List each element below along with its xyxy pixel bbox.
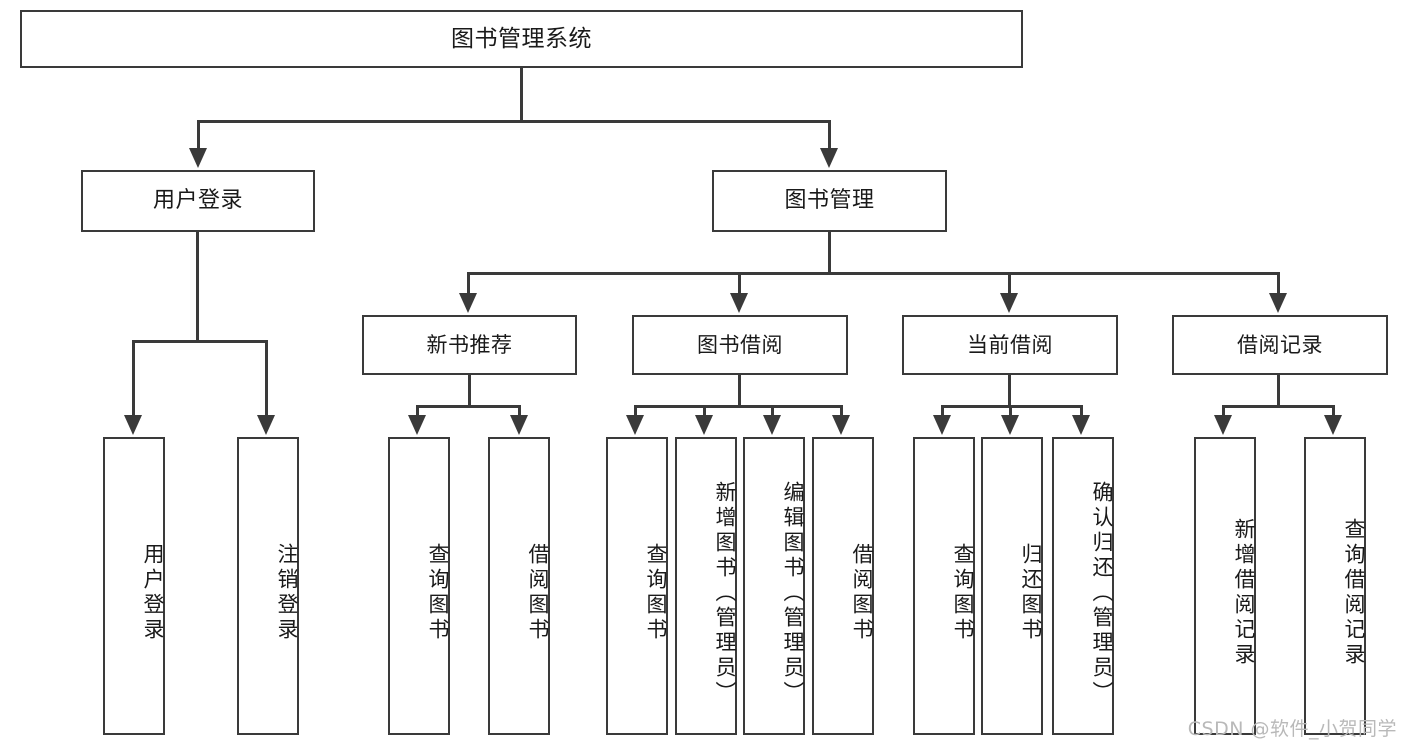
node-current-borrow[interactable]: 当前借阅 (902, 315, 1118, 375)
node-root-book-management-system[interactable]: 图书管理系统 (20, 10, 1023, 68)
edge-root-to-book-management (828, 120, 831, 150)
edge-user-login-stem (196, 232, 199, 340)
edge-bm-to-book-borrow (738, 272, 741, 295)
node-label: 用户登录 (141, 543, 165, 643)
leaf-current-query-books[interactable]: 查询图书 (913, 437, 975, 735)
edge-book-borrow-leaf-3 (771, 405, 774, 417)
node-label: 借阅记录 (1237, 332, 1323, 357)
edge-bm-to-current-borrow (1008, 272, 1011, 295)
edge-user-login-bus (132, 340, 268, 343)
edge-borrow-record-stem (1277, 375, 1280, 405)
arrow-new-book-leaf-1 (408, 415, 426, 435)
node-book-management[interactable]: 图书管理 (712, 170, 947, 232)
leaf-current-return-books[interactable]: 归还图书 (981, 437, 1043, 735)
node-label: 借阅图书 (850, 543, 874, 643)
edge-root-bus (197, 120, 831, 123)
edge-new-book-bus (416, 405, 521, 408)
leaf-borrow-add-book-admin[interactable]: 新增图书（管理员） (675, 437, 737, 735)
edge-book-borrow-bus (634, 405, 843, 408)
node-label: 新书推荐 (426, 332, 513, 357)
arrow-user-login-leaf-1 (124, 415, 142, 435)
leaf-borrow-edit-book-admin[interactable]: 编辑图书（管理员） (743, 437, 805, 735)
node-label: 查询图书 (951, 543, 975, 643)
node-user-login[interactable]: 用户登录 (81, 170, 315, 232)
leaf-record-add-borrow-record[interactable]: 新增借阅记录 (1194, 437, 1256, 735)
node-label: 查询借阅记录 (1342, 518, 1366, 668)
arrow-bm-to-new-book (459, 293, 477, 313)
node-label: 当前借阅 (967, 332, 1053, 357)
edge-current-borrow-leaf-3 (1080, 405, 1083, 417)
arrow-bm-to-current-borrow (1000, 293, 1018, 313)
edge-new-book-leaf-1 (416, 405, 419, 417)
edge-user-login-leaf-2 (265, 340, 268, 417)
leaf-new-book-query-books[interactable]: 查询图书 (388, 437, 450, 735)
node-label: 编辑图书（管理员） (781, 480, 805, 706)
node-borrow-record[interactable]: 借阅记录 (1172, 315, 1388, 375)
edge-root-to-user-login (197, 120, 200, 150)
leaf-borrow-borrow-books[interactable]: 借阅图书 (812, 437, 874, 735)
leaf-current-confirm-return-admin[interactable]: 确认归还（管理员） (1052, 437, 1114, 735)
arrow-bm-to-borrow-record (1269, 293, 1287, 313)
edge-bm-to-new-book (467, 272, 470, 295)
edge-borrow-record-leaf-2 (1332, 405, 1335, 417)
node-label: 查询图书 (426, 543, 450, 643)
arrow-book-borrow-leaf-4 (832, 415, 850, 435)
edge-root-stem (520, 68, 523, 120)
leaf-new-book-borrow-books[interactable]: 借阅图书 (488, 437, 550, 735)
arrow-borrow-record-leaf-1 (1214, 415, 1232, 435)
node-label: 注销登录 (275, 543, 299, 643)
edge-new-book-stem (468, 375, 471, 405)
edge-book-management-stem (828, 232, 831, 272)
edge-book-borrow-stem (738, 375, 741, 405)
arrow-current-borrow-leaf-1 (933, 415, 951, 435)
leaf-record-query-borrow-record[interactable]: 查询借阅记录 (1304, 437, 1366, 735)
edge-current-borrow-leaf-2 (1009, 405, 1012, 417)
edge-borrow-record-bus (1222, 405, 1335, 408)
node-label: 新增图书（管理员） (713, 480, 737, 706)
arrow-book-borrow-leaf-3 (763, 415, 781, 435)
edge-book-borrow-leaf-1 (634, 405, 637, 417)
node-label: 查询图书 (644, 543, 668, 643)
edge-new-book-leaf-2 (518, 405, 521, 417)
leaf-user-login[interactable]: 用户登录 (103, 437, 165, 735)
edge-book-borrow-leaf-2 (703, 405, 706, 417)
node-label: 图书管理系统 (451, 25, 592, 52)
arrow-book-borrow-leaf-1 (626, 415, 644, 435)
edge-current-borrow-leaf-1 (941, 405, 944, 417)
edge-bm-to-borrow-record (1277, 272, 1280, 295)
arrow-current-borrow-leaf-3 (1072, 415, 1090, 435)
arrow-root-to-user-login (189, 148, 207, 168)
node-label: 归还图书 (1019, 543, 1043, 643)
edge-book-management-bus (467, 272, 1280, 275)
arrow-root-to-book-management (820, 148, 838, 168)
node-new-book-recommend[interactable]: 新书推荐 (362, 315, 577, 375)
arrow-new-book-leaf-2 (510, 415, 528, 435)
edge-current-borrow-stem (1008, 375, 1011, 405)
leaf-borrow-query-books[interactable]: 查询图书 (606, 437, 668, 735)
node-label: 新增借阅记录 (1232, 518, 1256, 668)
arrow-book-borrow-leaf-2 (695, 415, 713, 435)
edge-borrow-record-leaf-1 (1222, 405, 1225, 417)
arrow-current-borrow-leaf-2 (1001, 415, 1019, 435)
leaf-logout-login[interactable]: 注销登录 (237, 437, 299, 735)
edge-book-borrow-leaf-4 (840, 405, 843, 417)
node-label: 图书借阅 (697, 332, 783, 357)
node-label: 借阅图书 (526, 543, 550, 643)
edge-current-borrow-bus (941, 405, 1083, 408)
arrow-user-login-leaf-2 (257, 415, 275, 435)
node-label: 用户登录 (152, 188, 243, 214)
node-label: 图书管理 (784, 188, 875, 214)
edge-user-login-leaf-1 (132, 340, 135, 417)
arrow-bm-to-book-borrow (730, 293, 748, 313)
node-label: 确认归还（管理员） (1090, 480, 1114, 706)
arrow-borrow-record-leaf-2 (1324, 415, 1342, 435)
node-book-borrow[interactable]: 图书借阅 (632, 315, 848, 375)
